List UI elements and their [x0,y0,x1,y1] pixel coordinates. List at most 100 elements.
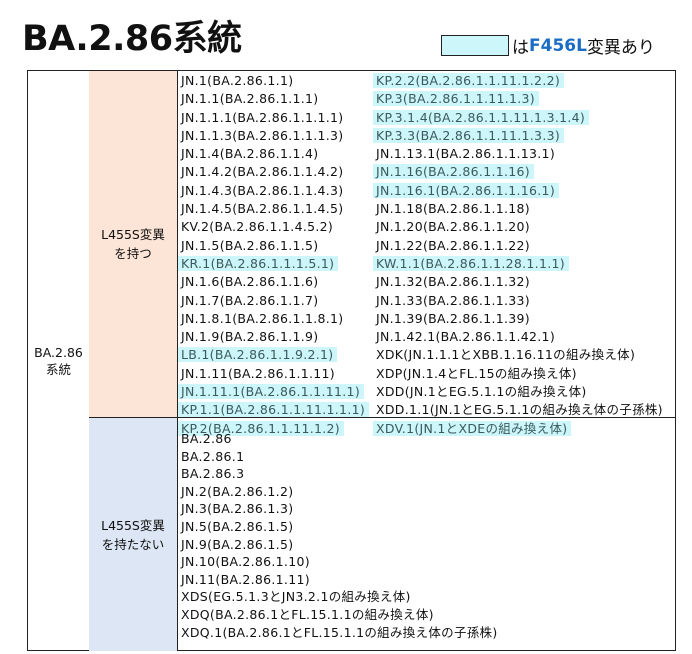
lineage-name: JN.10(BA.2.86.1.10) [181,554,310,570]
lineage-item: XDD(JN.1とEG.5.1.1の組み換え体) [376,383,667,401]
lineage-item: JN.1.33(BA.2.86.1.1.33) [376,292,667,310]
lineage-name: BA.2.86.1 [181,448,245,464]
lineage-name: JN.1.18(BA.2.86.1.1.18) [376,201,530,217]
with-l455s-list-left: JN.1(BA.2.86.1.1) JN.1.1(BA.2.86.1.1.1) JN… [178,72,370,438]
lineage-item: JN.1.18(BA.2.86.1.1.18) [376,200,667,218]
lineage-name: JN.1.7(BA.2.86.1.1.7) [181,292,319,308]
lineage-item: JN.11(BA.2.86.1.11) [181,571,502,589]
lineage-name: JN.1.1(BA.2.86.1.1.1) [181,91,319,107]
lineage-name: XDD(JN.1とEG.5.1.1の組み換え体) [376,384,587,400]
lineage-name: JN.1.4.3(BA.2.86.1.1.4.3) [181,182,344,198]
lineage-name: JN.3(BA.2.86.1.3) [181,501,294,517]
lineage-name: KV.2(BA.2.86.1.1.4.5.2) [181,219,334,235]
legend-mutation: F456L [529,35,587,56]
lineage-item: XDD.1.1(JN.1とEG.5.1.1の組み換え体の子孫株) [376,401,667,419]
lineage-name: JN.1.22(BA.2.86.1.1.22) [376,237,530,253]
lineage-name: JN.1.20(BA.2.86.1.1.20) [376,219,530,235]
lineage-item: XDQ.1(BA.2.86.1とFL.15.1.1の組み換え体の子孫株) [181,624,502,642]
lineage-name-f456l: KP.3.3(BA.2.86.1.1.11.1.3.3) [373,127,565,143]
lineage-item: JN.1.1(BA.2.86.1.1.1) [181,90,369,108]
lineage-name: JN.11(BA.2.86.1.11) [181,571,310,587]
lineage-name: JN.1.32(BA.2.86.1.1.32) [376,274,530,290]
lineage-name: BA.2.86.3 [181,466,245,482]
lineage-item: JN.9(BA.2.86.1.5) [181,536,502,554]
lineage-name-f456l: KR.1(BA.2.86.1.1.1.5.1) [178,255,339,271]
lineage-name: JN.1.5(BA.2.86.1.1.5) [181,237,319,253]
lineage-name: JN.9(BA.2.86.1.5) [181,536,294,552]
lineage-name: XDS(EG.5.1.3とJN3.2.1の組み換え体) [181,589,411,605]
lineage-item: XDS(EG.5.1.3とJN3.2.1の組み換え体) [181,588,502,606]
lineage-item: JN.1.5(BA.2.86.1.1.5) [181,237,369,255]
lineage-item: JN.1.11.1(BA.2.86.1.1.11.1) [178,383,369,401]
lineage-item: JN.1.4(BA.2.86.1.1.4) [181,145,369,163]
lineage-name: JN.1.39(BA.2.86.1.1.39) [376,310,530,326]
legend-prefix: は [512,38,529,58]
lineage-name: JN.1.6(BA.2.86.1.1.6) [181,274,319,290]
lineage-item: KP.1.1(BA.2.86.1.1.11.1.1.1) [178,401,370,419]
lineage-item: JN.1.32(BA.2.86.1.1.32) [376,273,667,291]
lineage-name: XDQ(BA.2.86.1とFL.15.1.1の組み換え体) [181,606,434,622]
lineage-item: JN.2(BA.2.86.1.2) [181,483,502,501]
lineage-name: JN.1(BA.2.86.1.1) [181,73,294,88]
lineage-item: XDQ(BA.2.86.1とFL.15.1.1の組み換え体) [181,606,502,624]
lineage-item: JN.1.6(BA.2.86.1.1.6) [181,273,369,291]
lineage-item: JN.1.9(BA.2.86.1.1.9) [181,328,369,346]
row-divider [178,417,675,418]
with-l455s-label: L455S変異 を持つ [89,71,178,418]
lineage-item: LB.1(BA.2.86.1.1.9.2.1) [178,346,369,364]
lineage-name: JN.2(BA.2.86.1.2) [181,483,294,499]
lineage-name-f456l: KP.3.1.4(BA.2.86.1.1.11.1.3.1.4) [373,109,590,125]
lineage-item: JN.1.8.1(BA.2.86.1.1.8.1) [181,310,369,328]
lineage-item: JN.1.11(BA.2.86.1.1.11) [181,365,369,383]
lineage-item: BA.2.86.1 [181,448,502,466]
legend-suffix: 変異あり [586,38,655,58]
group-label: BA.2.86 系統 [28,71,90,650]
lineage-name: JN.1.1.3(BA.2.86.1.1.1.3) [181,127,344,143]
lineage-name-f456l: JN.1.16.1(BA.2.86.1.1.16.1) [373,182,559,198]
lineage-item: JN.1.4.3(BA.2.86.1.1.4.3) [181,182,369,200]
lineage-name-f456l: JN.1.16(BA.2.86.1.1.16) [373,164,534,180]
lineage-name: JN.1.4.2(BA.2.86.1.1.4.2) [181,164,344,180]
lineage-item: XDP(JN.1.4とFL.15の組み換え体) [376,365,667,383]
lineage-name: JN.1.9(BA.2.86.1.1.9) [181,329,319,345]
lineage-item: KW.1.1(BA.2.86.1.1.28.1.1.1) [373,255,667,273]
lineage-item: XDK(JN.1.1.1とXBB.1.16.11の組み換え体) [376,346,667,364]
lineage-item: KP.2.2(BA.2.86.1.1.11.1.2.2) [373,72,667,90]
lineage-item: JN.1.39(BA.2.86.1.1.39) [376,310,667,328]
lineage-item: KP.2(BA.2.86.1.1.11.1.2) [178,420,369,438]
lineage-item: JN.1.42.1(BA.2.86.1.1.42.1) [376,328,667,346]
lineage-name: JN.1.11(BA.2.86.1.1.11) [181,365,335,381]
lineage-name-f456l: XDV.1(JN.1とXDEの組み換え体) [373,420,572,436]
lineage-item: KP.3.1.4(BA.2.86.1.1.11.1.3.1.4) [373,109,667,127]
lineage-name: XDP(JN.1.4とFL.15の組み換え体) [376,365,577,381]
lineage-item: JN.1.4.2(BA.2.86.1.1.4.2) [181,163,369,181]
lineage-item: JN.1.7(BA.2.86.1.1.7) [181,292,369,310]
lineage-item: JN.3(BA.2.86.1.3) [181,500,502,518]
legend-swatch [441,35,509,56]
lineage-name: JN.1.4.5(BA.2.86.1.1.4.5) [181,201,344,217]
lineage-item: JN.10(BA.2.86.1.10) [181,553,502,571]
lineage-item: KP.3(BA.2.86.1.1.11.1.3) [373,90,667,108]
lineage-item: KP.3.3(BA.2.86.1.1.11.1.3.3) [373,127,667,145]
lineage-name: BA.2.86 [181,431,232,446]
lineage-table: BA.2.86 系統 L455S変異 を持つ L455S変異 を持たない JN.… [27,70,676,651]
lineage-item: JN.1.1.3(BA.2.86.1.1.1.3) [181,127,369,145]
lineage-name-f456l: LB.1(BA.2.86.1.1.9.2.1) [178,347,338,363]
lineage-item: JN.1.20(BA.2.86.1.1.20) [376,218,667,236]
lineage-item: JN.1.4.5(BA.2.86.1.1.4.5) [181,200,369,218]
page-title: BA.2.86系統 [22,19,242,59]
lineage-name: XDQ.1(BA.2.86.1とFL.15.1.1の組み換え体の子孫株) [181,624,498,640]
lineage-item: JN.1.16.1(BA.2.86.1.1.16.1) [373,182,667,200]
lineage-item: JN.5(BA.2.86.1.5) [181,518,502,536]
lineage-name-f456l: KW.1.1(BA.2.86.1.1.28.1.1.1) [373,255,569,271]
lineage-name: JN.1.1.1(BA.2.86.1.1.1.1) [181,109,344,125]
lineage-item: JN.1.16(BA.2.86.1.1.16) [373,163,667,181]
lineage-name: JN.1.42.1(BA.2.86.1.1.42.1) [376,329,555,345]
lineage-name: JN.5(BA.2.86.1.5) [181,518,294,534]
lineage-name-f456l: KP.2.2(BA.2.86.1.1.11.1.2.2) [373,73,565,88]
lineage-item: JN.1(BA.2.86.1.1) [181,72,369,90]
lineage-name-f456l: JN.1.11.1(BA.2.86.1.1.11.1) [178,384,364,400]
legend: は F456L 変異あり [441,33,655,58]
lineage-item: JN.1.13.1(BA.2.86.1.1.13.1) [376,145,667,163]
